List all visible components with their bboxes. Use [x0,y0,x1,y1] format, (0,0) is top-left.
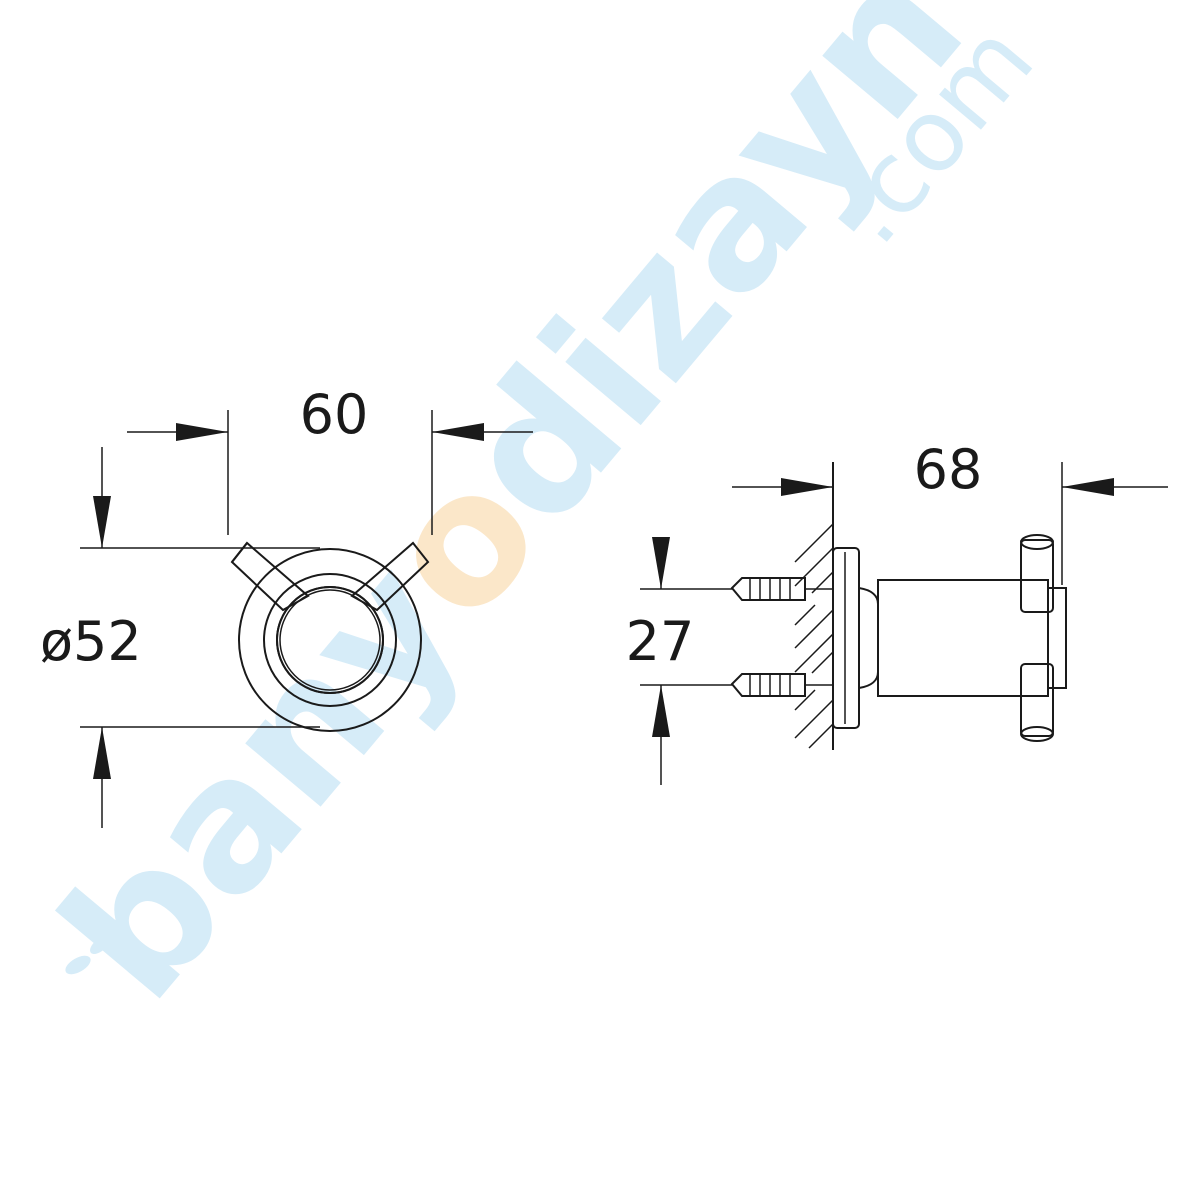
side-stem-cap [1047,587,1067,689]
side-rosette [832,547,860,729]
dimension-diameter-52: ø52 [40,447,320,828]
dimension-width-60: 60 [127,383,533,535]
dimension-diameter-label: ø52 [40,610,142,673]
front-rosette-outer [238,548,422,732]
dimension-depth-label: 68 [914,438,983,501]
front-hook-arm-left [230,541,310,612]
side-hook-pin-bottom [1020,663,1054,742]
front-view: 60 ø52 [40,383,533,828]
wall-plug-bottom [730,673,833,697]
dimension-depth-68: 68 [732,438,1168,585]
watermark-brand-blue: bany [23,523,502,1037]
front-hook-arm-right [350,541,430,612]
wall-plug-top [730,577,833,601]
side-stem [877,579,1049,697]
watermark-drops-icon [65,936,110,975]
side-stem-flare [858,587,879,689]
side-view: 68 27 [626,438,1168,785]
front-rosette-ring [263,573,397,707]
side-hook-pin-top [1020,534,1054,613]
dimension-spacing-label: 27 [626,610,695,673]
dimension-width-label: 60 [300,383,369,446]
dimension-spacing-27: 27 [626,537,732,785]
wall-hatching [794,523,834,749]
